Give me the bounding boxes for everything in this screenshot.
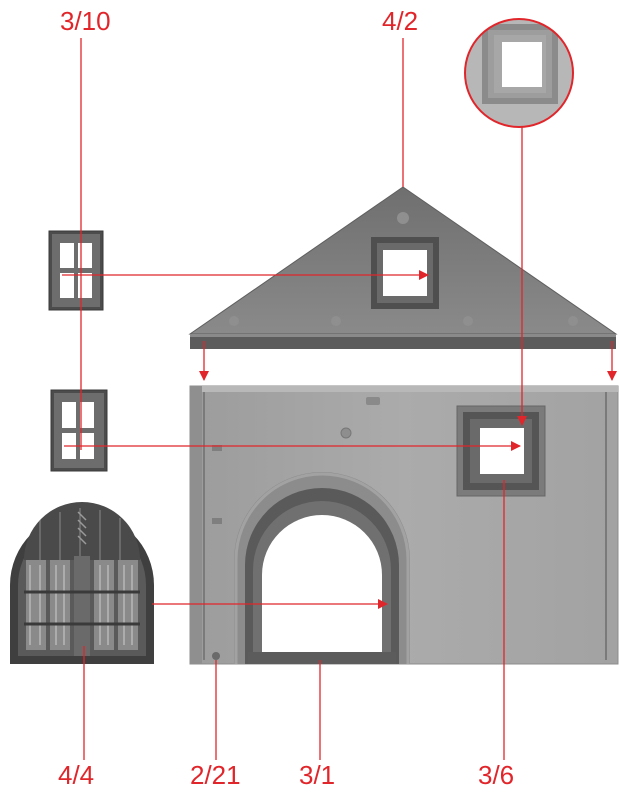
- label-gable-part: 4/2: [382, 8, 418, 34]
- label-window-part: 3/10: [60, 8, 111, 34]
- gable-part-4-2: [190, 187, 616, 349]
- label-window-frame-part: 3/6: [478, 762, 514, 788]
- wall-part-3-1: [190, 386, 618, 664]
- window-part-3-10-upper: [49, 231, 103, 310]
- window-part-3-10-lower: [51, 390, 107, 471]
- label-door-part: 4/4: [58, 762, 94, 788]
- label-wall-part: 3/1: [299, 762, 335, 788]
- detail-magnifier: [460, 15, 580, 135]
- door-part-4-4: [10, 502, 154, 664]
- label-pin-part: 2/21: [190, 762, 241, 788]
